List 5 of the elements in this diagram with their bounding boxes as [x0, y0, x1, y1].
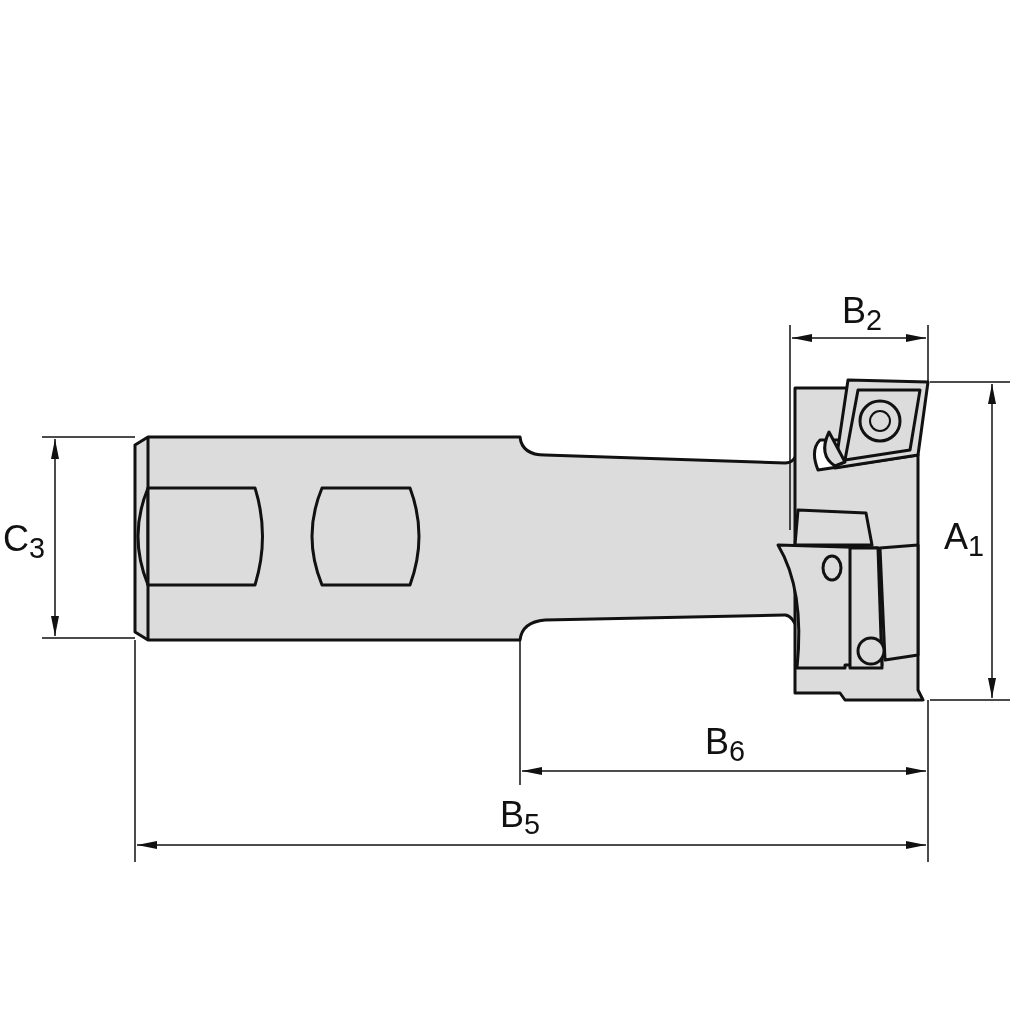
dimension-label: B$_{6}$ — [705, 724, 745, 766]
dimension-label: C$_{3}$ — [3, 521, 45, 563]
dimension-label: B$_{2}$ — [842, 293, 882, 335]
dimension-label: B$_{5}$ — [500, 797, 540, 839]
dimension-label: A$_{1}$ — [944, 519, 984, 561]
